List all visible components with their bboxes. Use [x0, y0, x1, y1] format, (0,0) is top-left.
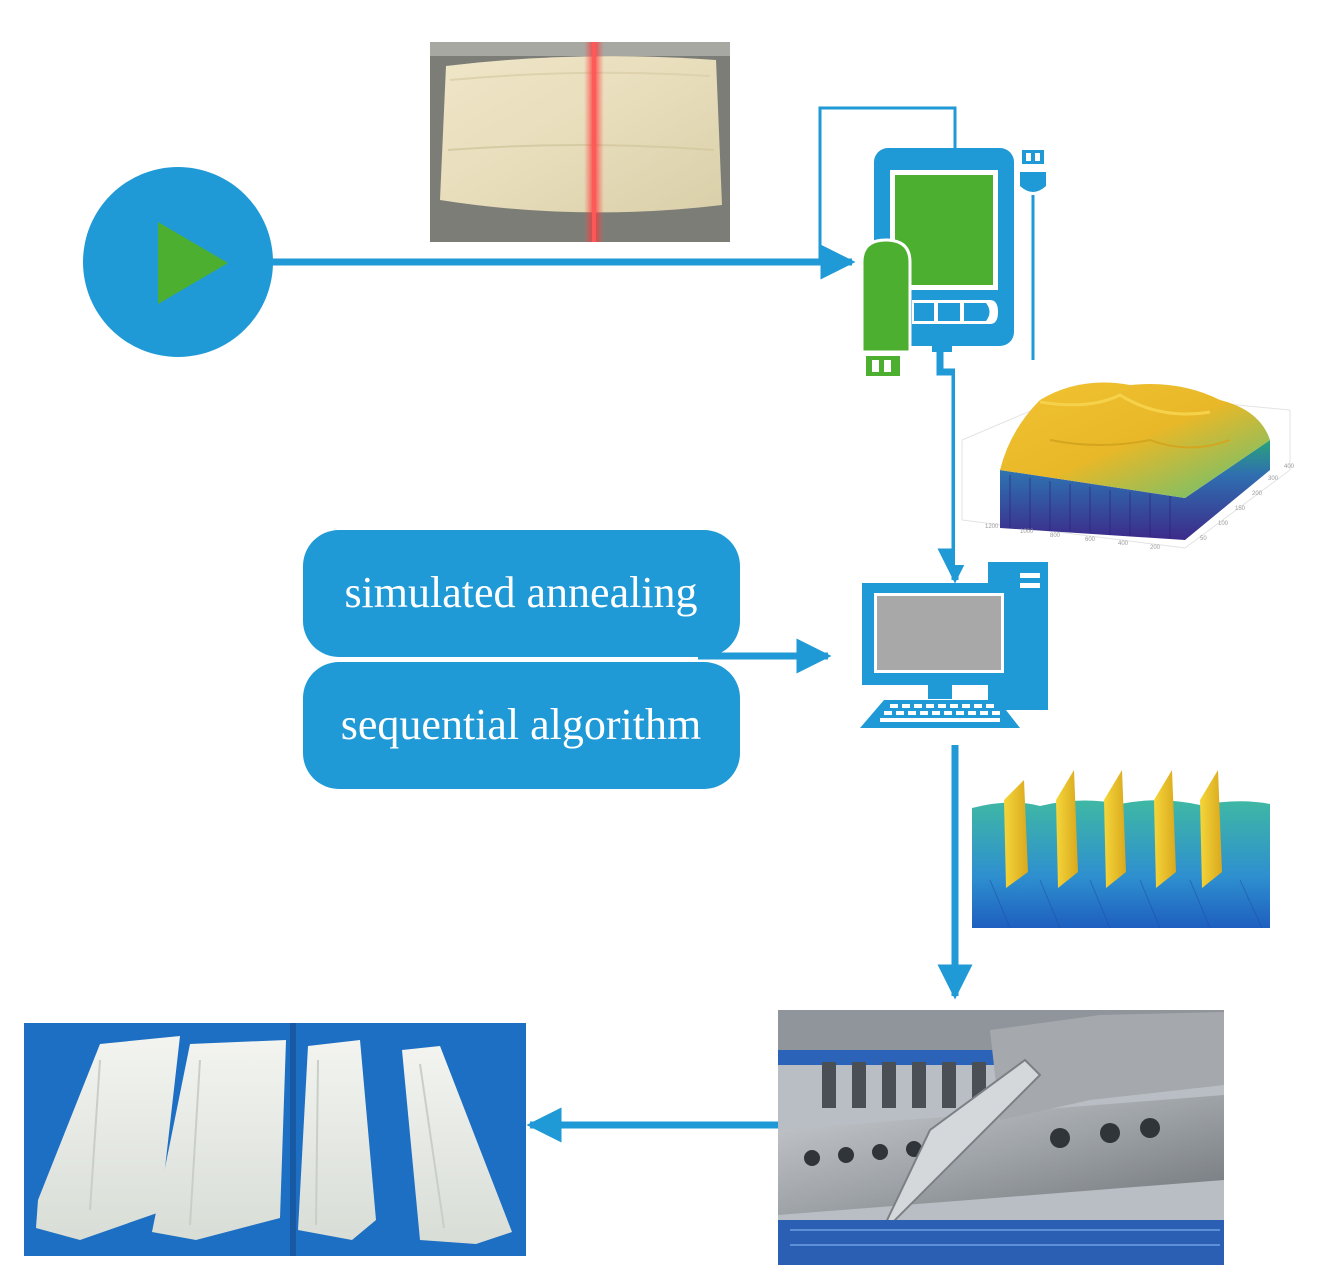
- flow-connectors: [272, 106, 973, 1143]
- algorithm-label-simulated-annealing: simulated annealing: [303, 530, 740, 657]
- arrow-scanner-to-computer: [936, 352, 973, 584]
- planned-cut-planes-plot: [972, 770, 1272, 932]
- algorithm-label-sequential-algorithm: sequential algorithm: [303, 662, 740, 789]
- scanner-cable: [818, 106, 957, 262]
- svg-text:1000: 1000: [1020, 529, 1034, 535]
- svg-text:100: 100: [1218, 521, 1229, 527]
- power-plug-icon: [1020, 150, 1046, 360]
- algorithm-1-text: simulated annealing: [344, 568, 697, 617]
- algorithm-2-text: sequential algorithm: [341, 700, 701, 749]
- 3d-surface-scan-plot: 1200 1000 800 600 400 200 50 100 150 200…: [955, 365, 1305, 565]
- cutting-machine-photo: [778, 1010, 1224, 1265]
- play-start-icon: [83, 167, 273, 357]
- svg-text:50: 50: [1200, 536, 1207, 542]
- desktop-computer-icon: [860, 562, 1048, 728]
- handheld-scanner-icon: [860, 148, 1014, 376]
- svg-text:600: 600: [1085, 537, 1096, 543]
- svg-text:400: 400: [1284, 464, 1295, 470]
- raw-fish-block-with-laser-line-photo: [430, 42, 730, 242]
- svg-text:150: 150: [1235, 506, 1246, 512]
- svg-text:400: 400: [1118, 541, 1129, 547]
- cut-fish-portions-photo: [24, 1023, 526, 1256]
- svg-text:300: 300: [1268, 476, 1279, 482]
- svg-text:1200: 1200: [985, 524, 999, 530]
- svg-text:800: 800: [1050, 533, 1061, 539]
- svg-text:200: 200: [1150, 545, 1161, 551]
- svg-text:200: 200: [1252, 491, 1263, 497]
